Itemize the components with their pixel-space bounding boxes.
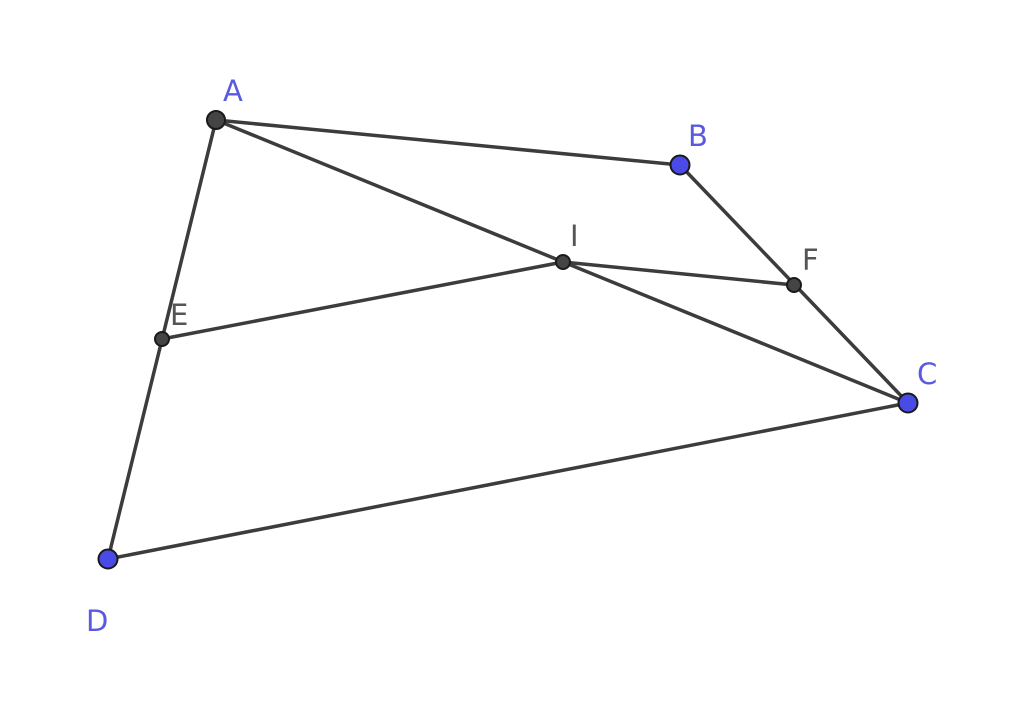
label-i: I [570, 219, 579, 253]
point-f[interactable] [786, 277, 802, 293]
label-a: A [223, 74, 243, 108]
label-d: D [86, 604, 108, 638]
point-i[interactable] [555, 254, 571, 270]
label-f: F [802, 243, 819, 277]
segments [106, 118, 910, 561]
point-b[interactable] [669, 154, 691, 176]
segment-e-i[interactable] [160, 260, 565, 341]
labels: A B C D E F I [86, 74, 937, 638]
label-b: B [688, 119, 708, 153]
point-c[interactable] [897, 392, 919, 414]
points [97, 110, 919, 570]
label-c: C [917, 357, 937, 391]
label-e: E [170, 298, 188, 332]
point-e[interactable] [154, 331, 170, 347]
segment-i-f[interactable] [561, 260, 796, 287]
segment-a-b[interactable] [214, 118, 682, 167]
point-a[interactable] [206, 110, 226, 130]
segment-c-d[interactable] [106, 401, 910, 561]
point-d[interactable] [97, 548, 119, 570]
